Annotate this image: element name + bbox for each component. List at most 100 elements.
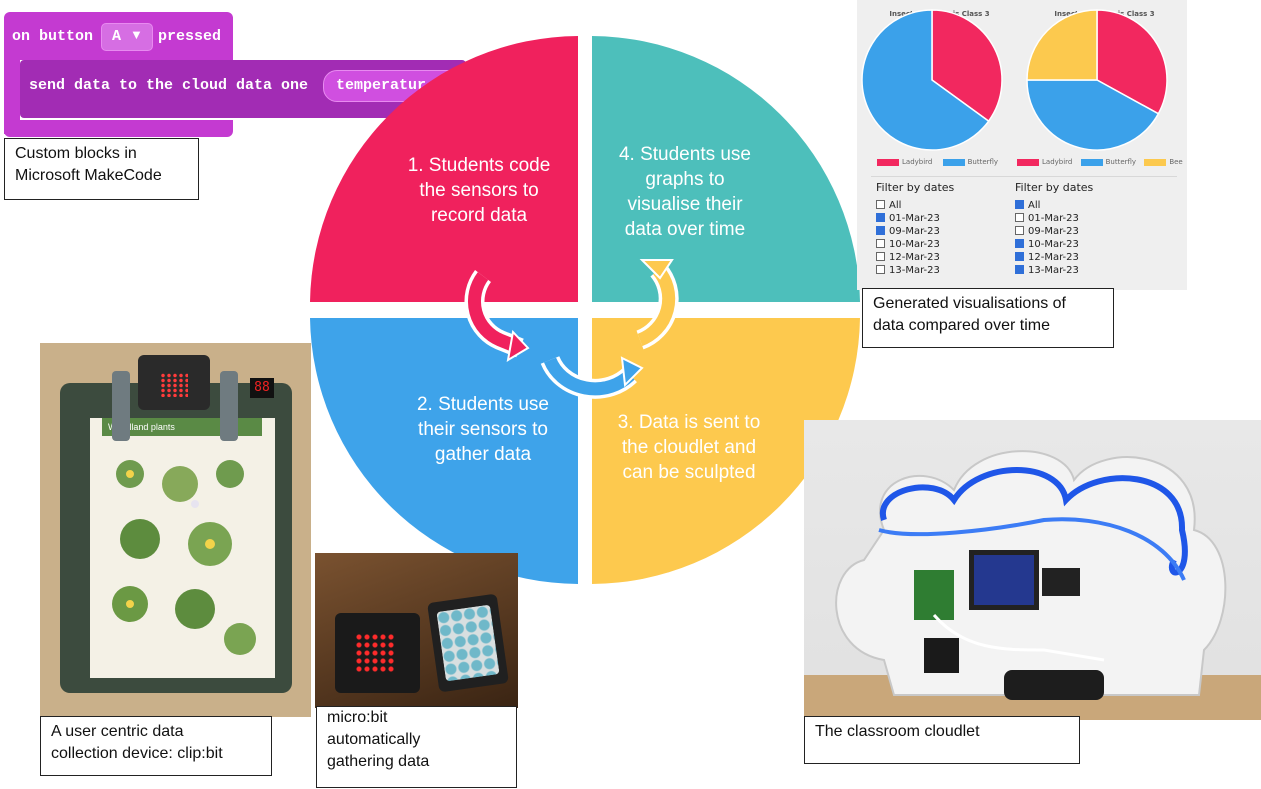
button-dropdown[interactable]: A ▼ xyxy=(101,23,153,51)
text-line: can be sculpted xyxy=(622,462,756,483)
legend-swatch-butterfly xyxy=(1080,158,1103,166)
text-line: the cloudlet and xyxy=(621,437,757,458)
quadrant-1 xyxy=(310,36,578,302)
filter-option-label: 01-Mar-23 xyxy=(1028,213,1079,224)
filter-option[interactable]: 09-Mar-23 xyxy=(1015,225,1093,238)
filter-option-label: 10-Mar-23 xyxy=(1028,239,1079,250)
legend-label: Ladybird xyxy=(1042,158,1073,166)
arrow-yellow-head xyxy=(639,259,674,280)
filter-option-label: All xyxy=(1028,200,1041,211)
text-line: visualise their xyxy=(627,194,743,215)
checkbox[interactable] xyxy=(1015,199,1024,209)
microbit-board xyxy=(335,613,420,693)
cycle-diagram xyxy=(310,36,860,584)
poster: Woodland plants xyxy=(90,418,275,678)
text-line: the sensors to xyxy=(419,180,539,201)
pie-slice-bee xyxy=(1026,9,1098,81)
legend-swatch-ladybird xyxy=(877,158,899,166)
filter-option-label: 13-Mar-23 xyxy=(1028,265,1079,276)
checkbox[interactable] xyxy=(1015,264,1024,274)
legend-label: Butterfly xyxy=(967,158,999,166)
led-matrix xyxy=(355,633,395,673)
plant-illustrations xyxy=(112,460,256,655)
makecode-caption: Custom blocks in Microsoft MakeCode xyxy=(4,138,199,200)
battery-pack xyxy=(427,593,509,693)
quadrant-4 xyxy=(592,36,860,302)
text-line: gather data xyxy=(434,444,532,465)
quadrant-2-text: 2. Students use their sensors to gather … xyxy=(388,392,578,467)
caption-line: micro:bit xyxy=(327,709,388,726)
quadrant-4-text: 4. Students use graphs to visualise thei… xyxy=(595,142,775,242)
cloudlet-photo xyxy=(804,420,1261,720)
filter-option[interactable]: All xyxy=(1015,199,1093,212)
filter-option-label: 10-Mar-23 xyxy=(889,239,940,250)
filter-option[interactable]: 01-Mar-23 xyxy=(876,212,954,225)
filter-option[interactable]: 12-Mar-23 xyxy=(876,251,954,264)
filter-option[interactable]: 10-Mar-23 xyxy=(1015,238,1093,251)
arrow-yellow xyxy=(637,265,676,347)
checkbox[interactable] xyxy=(876,251,885,261)
checkbox[interactable] xyxy=(876,199,885,209)
filter-option[interactable]: All xyxy=(876,199,954,212)
filter-heading: Filter by dates xyxy=(1015,181,1094,194)
pie-left xyxy=(861,9,1003,151)
filter-option[interactable]: 13-Mar-23 xyxy=(876,264,954,277)
chart-right-legend: Ladybird Butterfly Bee xyxy=(1017,158,1183,166)
event-block-footer xyxy=(4,120,233,137)
filter-option[interactable]: 13-Mar-23 xyxy=(1015,264,1093,277)
checkbox[interactable] xyxy=(1015,251,1024,261)
pie-slice-ladybird xyxy=(931,9,1003,123)
filter-option-label: 12-Mar-23 xyxy=(889,252,940,263)
text-line: record data xyxy=(430,205,528,226)
checkbox[interactable] xyxy=(876,238,885,248)
text-line: 2. Students use xyxy=(416,394,550,415)
cloudlet-caption: The classroom cloudlet xyxy=(804,716,1080,764)
checkbox[interactable] xyxy=(1015,212,1024,222)
event-block-spine xyxy=(4,60,20,134)
makecode-block: on button A ▼ pressed xyxy=(4,12,234,137)
pie-slice-ladybird xyxy=(1096,9,1168,115)
filter-option[interactable]: 09-Mar-23 xyxy=(876,225,954,238)
pie-charts xyxy=(861,9,1168,151)
text-line: 4. Students use xyxy=(618,144,752,165)
filter-option-label: All xyxy=(889,200,902,211)
chart-left-legend: Ladybird Butterfly xyxy=(877,158,998,166)
event-on-label: on button xyxy=(12,28,94,45)
caption-line: Custom blocks in xyxy=(15,145,137,162)
clipbit-photo: Woodland plants 88 xyxy=(40,343,311,717)
caption-line: Generated visualisations of xyxy=(873,295,1066,312)
filter-option[interactable]: 10-Mar-23 xyxy=(876,238,954,251)
battery-cells xyxy=(436,604,500,682)
checkbox[interactable] xyxy=(876,225,885,235)
clip-right xyxy=(220,371,238,441)
filter-option[interactable]: 01-Mar-23 xyxy=(1015,212,1093,225)
caption-line: collection device: clip:bit xyxy=(51,745,223,762)
quadrant-2 xyxy=(310,318,578,584)
legend-swatch-butterfly xyxy=(942,158,965,166)
caption-line: data compared over time xyxy=(873,317,1050,334)
filter-option-label: 09-Mar-23 xyxy=(889,226,940,237)
checkbox[interactable] xyxy=(1015,225,1024,235)
text-line: data over time xyxy=(624,219,746,240)
caption-line: A user centric data xyxy=(51,723,184,740)
checkbox[interactable] xyxy=(876,212,885,222)
chevron-down-icon: ▼ xyxy=(130,27,143,42)
filter-option-label: 13-Mar-23 xyxy=(889,265,940,276)
legend-swatch-bee xyxy=(1144,158,1167,166)
filter-option[interactable]: 12-Mar-23 xyxy=(1015,251,1093,264)
legend-swatch-ladybird xyxy=(1017,158,1039,166)
quadrant-3 xyxy=(592,318,860,584)
clipbit-caption: A user centric data collection device: c… xyxy=(40,716,272,776)
quadrant-3-text: 3. Data is sent to the cloudlet and can … xyxy=(594,410,784,485)
caption-line: The classroom cloudlet xyxy=(815,723,980,740)
microbit xyxy=(138,355,210,410)
event-pressed-label: pressed xyxy=(158,28,222,45)
legend-label: Butterfly xyxy=(1105,158,1137,166)
divider xyxy=(871,176,1177,177)
text-line: graphs to xyxy=(645,169,725,190)
legend-label: Ladybird xyxy=(902,158,933,166)
filter-heading: Filter by dates xyxy=(876,181,955,194)
checkbox[interactable] xyxy=(876,264,885,274)
checkbox[interactable] xyxy=(1015,238,1024,248)
caption-line: gathering data xyxy=(327,753,430,770)
